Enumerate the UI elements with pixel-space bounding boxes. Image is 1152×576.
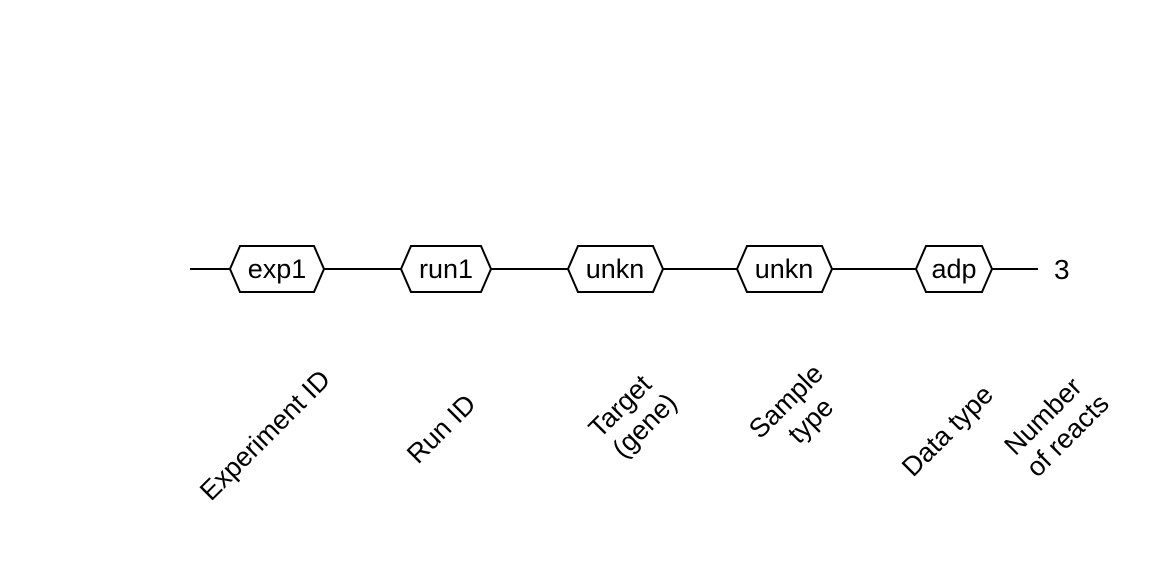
node-label: run1 (419, 254, 473, 284)
node-experiment: exp1 (228, 245, 326, 293)
label-sample-type: Sample type (743, 353, 856, 466)
node-sample: unkn (735, 245, 834, 293)
label-run-id: Run ID (401, 389, 482, 470)
node-label: unkn (755, 254, 814, 284)
label-line: Experiment ID (194, 364, 336, 506)
node-run: run1 (399, 245, 493, 293)
node-hexagon (566, 245, 665, 293)
label-experiment-id: Experiment ID (194, 364, 336, 506)
node-label: adp (931, 254, 976, 284)
node-label: exp1 (248, 254, 307, 284)
label-data-type: Data type (896, 379, 999, 482)
node-hexagon (735, 245, 834, 293)
label-line: Data type (896, 379, 999, 482)
node-label: unkn (586, 254, 645, 284)
reaction-count: 3 (1054, 254, 1070, 285)
node-target: unkn (566, 245, 665, 293)
label-line: Run ID (401, 389, 482, 470)
node-data-type: adp (914, 245, 994, 293)
node-hexagon (399, 245, 493, 293)
label-number-of-reacts: Number of reacts (998, 366, 1114, 482)
node-hexagon (228, 245, 326, 293)
node-hexagon (914, 245, 994, 293)
label-target-gene: Target (gene) (583, 364, 685, 466)
